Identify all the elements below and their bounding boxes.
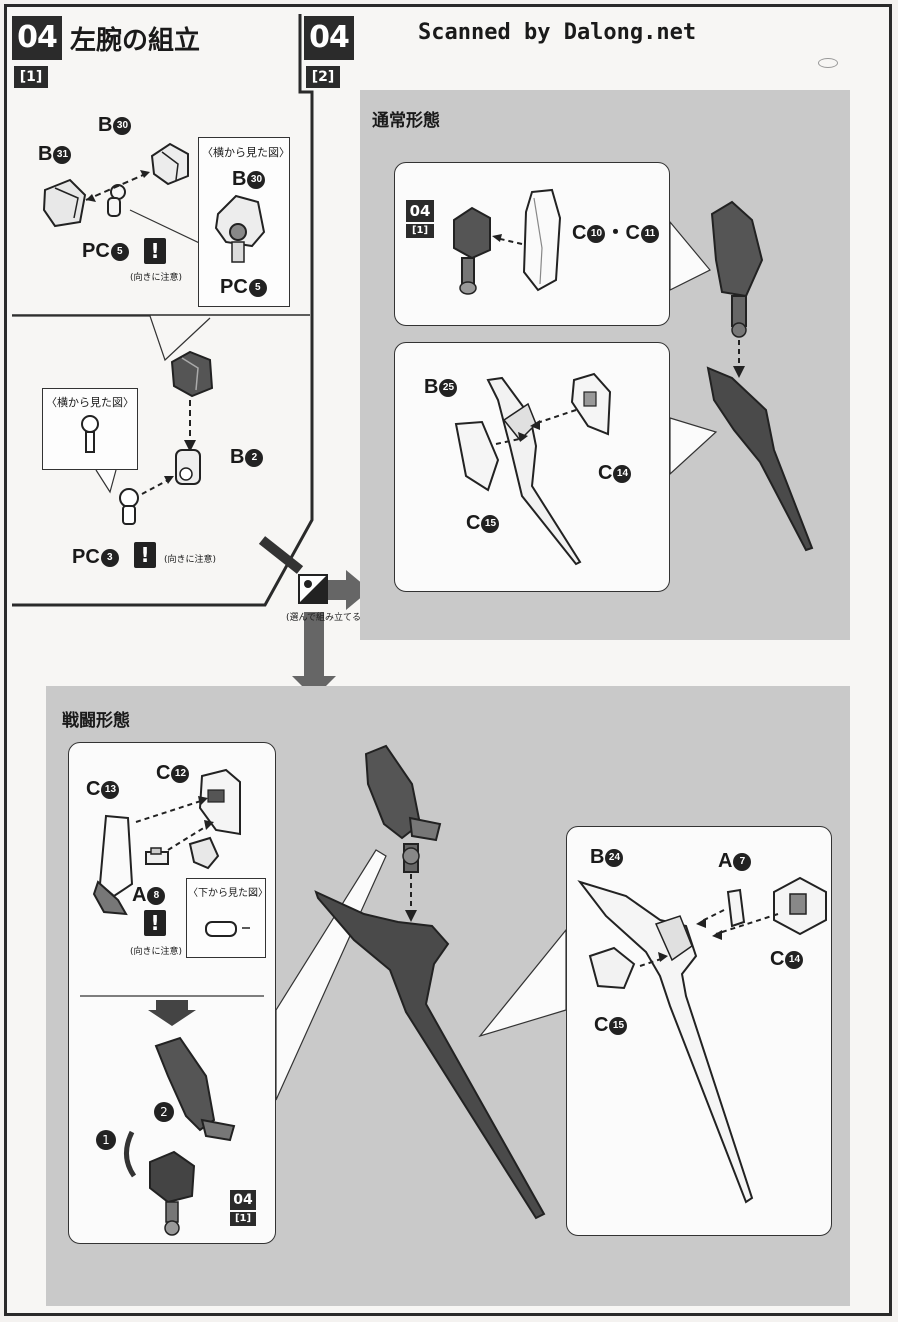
part-c14-hex-cap — [773, 876, 827, 936]
battle-mode-arm-result — [314, 744, 546, 1220]
part-a7-pin — [726, 888, 746, 928]
choice-caption: (選んで組み立てる) — [286, 613, 365, 623]
ref-step-badge-2: 04 — [230, 1190, 256, 1210]
bottom-view-caption: 〈下から見た図〉 — [188, 888, 268, 899]
side-view-caption-1: 〈横から見た図〉 — [202, 146, 290, 159]
caution-icon-3: ! — [144, 910, 166, 936]
upper-arm-ref-part — [453, 206, 491, 295]
inset-a8-bottom-view — [205, 921, 250, 937]
step-number-left: 04 — [12, 16, 62, 60]
side-view-inset-2 — [42, 388, 138, 470]
ref-step-badge-1: 04 — [406, 200, 434, 222]
substep-label-1: [1] — [14, 66, 48, 88]
part-pc3-joint — [119, 488, 139, 525]
part-c15-plate — [454, 420, 500, 492]
part-bracket-small — [188, 836, 220, 870]
substep-label-2: [2] — [306, 66, 340, 88]
forearm-assembly — [124, 1036, 236, 1236]
normal-mode-heading: 通常形態 — [372, 111, 440, 131]
side-view-caption-2: 〈横から見た図〉 — [46, 396, 134, 409]
part-c14-bracket — [570, 372, 612, 436]
part-c10-c11-armor — [522, 188, 562, 292]
battle-mode-heading: 戦闘形態 — [62, 711, 130, 731]
part-c13-armor — [92, 814, 134, 916]
caution-note: (向きに注意) — [130, 273, 183, 283]
normal-mode-arm-result — [706, 200, 814, 552]
inset-shoulder-side-view — [214, 194, 266, 263]
part-b31-shoulder-cap — [42, 178, 87, 228]
part-upper-arm-assembly — [170, 350, 214, 398]
step-number-right: 04 — [304, 16, 354, 60]
part-c12-frame — [198, 768, 241, 836]
part-b30-shoulder-cap — [150, 142, 189, 186]
step-marker-2: 2 — [154, 1102, 174, 1122]
ref-sub-badge-2: [1] — [230, 1212, 256, 1226]
caution-icon: ! — [144, 238, 166, 264]
scan-credit: Scanned by Dalong.net — [418, 20, 697, 45]
step-marker-1: 1 — [96, 1130, 116, 1150]
caution-note-2: (向きに注意) — [164, 555, 217, 565]
choice-icon — [298, 574, 328, 604]
page-title: 左腕の組立 — [70, 26, 201, 56]
caution-note-3: (向きに注意) — [130, 947, 183, 957]
pencil-mark — [818, 58, 838, 68]
caution-icon-2: ! — [134, 542, 156, 568]
part-a8-clip — [145, 847, 169, 865]
blade-b24-part — [577, 880, 754, 1204]
ref-sub-badge-1: [1] — [406, 224, 434, 238]
bottom-view-inset — [186, 878, 266, 958]
part-b2-elbow — [175, 449, 201, 485]
part-c15-block — [588, 946, 636, 990]
inset-pc3-side-view — [81, 415, 99, 453]
